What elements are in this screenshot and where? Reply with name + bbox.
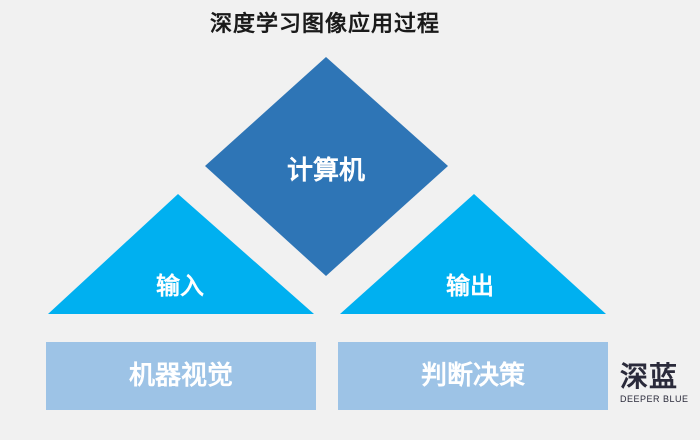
logo-english-text: DEEPER BLUE — [620, 394, 689, 404]
right-triangle — [340, 194, 606, 314]
left-triangle — [48, 194, 314, 314]
diagram-title: 深度学习图像应用过程 — [209, 12, 440, 37]
input-label: 输入 — [156, 272, 204, 300]
output-label: 输出 — [446, 272, 494, 300]
decision-label: 判断决策 — [420, 361, 525, 391]
deeper-blue-logo: 深蓝 DEEPER BLUE — [620, 362, 692, 410]
decision-box: 判断决策 — [338, 342, 608, 410]
machine-vision-label: 机器视觉 — [128, 361, 233, 391]
logo-chinese-text: 深蓝 — [620, 360, 679, 393]
machine-vision-box: 机器视觉 — [46, 342, 316, 410]
computer-label: 计算机 — [286, 156, 365, 186]
top-diamond — [205, 57, 448, 276]
